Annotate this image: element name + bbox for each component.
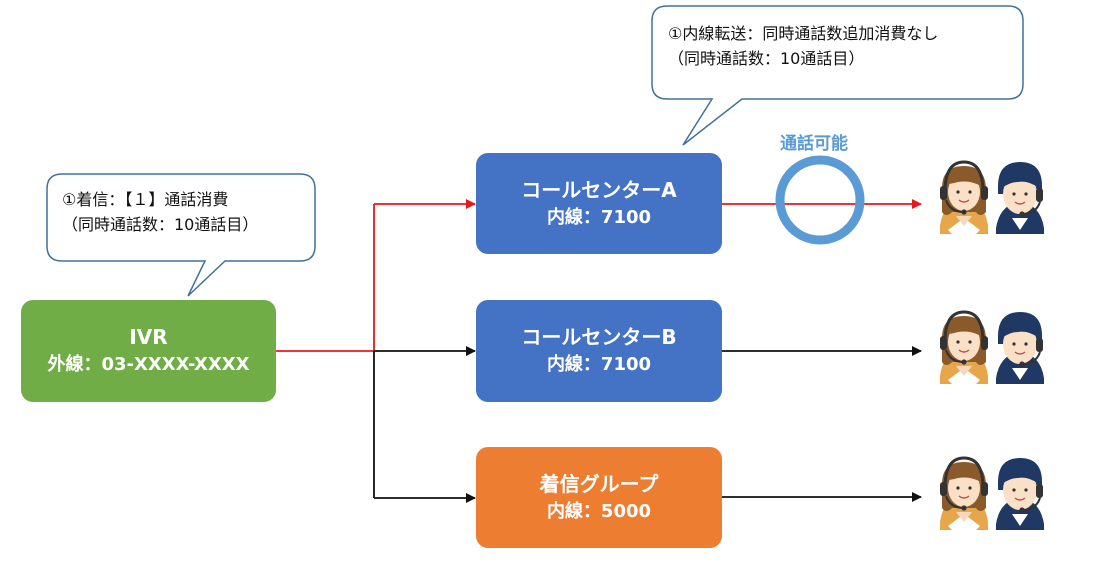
status-label: 通話可能 [780,134,848,154]
call-center-b-extension: 内線：7100 [546,354,652,376]
ring-group-extension: 内線：5000 [546,500,652,522]
transfer-callout-line2: （同時通話数：10通話目） [668,48,865,68]
call-center-a-title: コールセンターA [521,177,677,202]
ivr-callout-bubble [46,173,316,297]
ivr-callout-line1: ①着信：【１】通話消費 [62,190,229,209]
ivr-number: 外線：03-XXXX-XXXX [47,354,250,376]
transfer-callout-text: ①内線転送：同時通話数追加消費なし （同時通話数：10通話目） [668,22,938,72]
operator-agents-icon [938,310,1046,386]
ivr-callout-line2: （同時通話数：10通話目） [62,214,259,234]
operator-agents-icon [938,160,1046,236]
transfer-callout-line1: ①内線転送：同時通話数追加消費なし [668,24,939,43]
operator-agents-icon [938,456,1046,532]
available-status-ring [775,155,865,245]
call-center-a-extension: 内線：7100 [546,206,652,228]
transfer-callout-bubble [651,5,1024,146]
ivr-title: IVR [129,325,168,350]
ring-group-title: 着信グループ [539,471,659,496]
ivr-callout-text: ①着信：【１】通話消費 （同時通話数：10通話目） [62,188,258,238]
call-center-b-title: コールセンターB [521,325,677,350]
ivr-node[interactable]: IVR 外線：03-XXXX-XXXX [21,300,276,402]
call-center-b-node[interactable]: コールセンターB 内線：7100 [476,300,722,402]
ring-group-node[interactable]: 着信グループ 内線：5000 [476,447,722,548]
call-center-a-node[interactable]: コールセンターA 内線：7100 [476,153,722,254]
